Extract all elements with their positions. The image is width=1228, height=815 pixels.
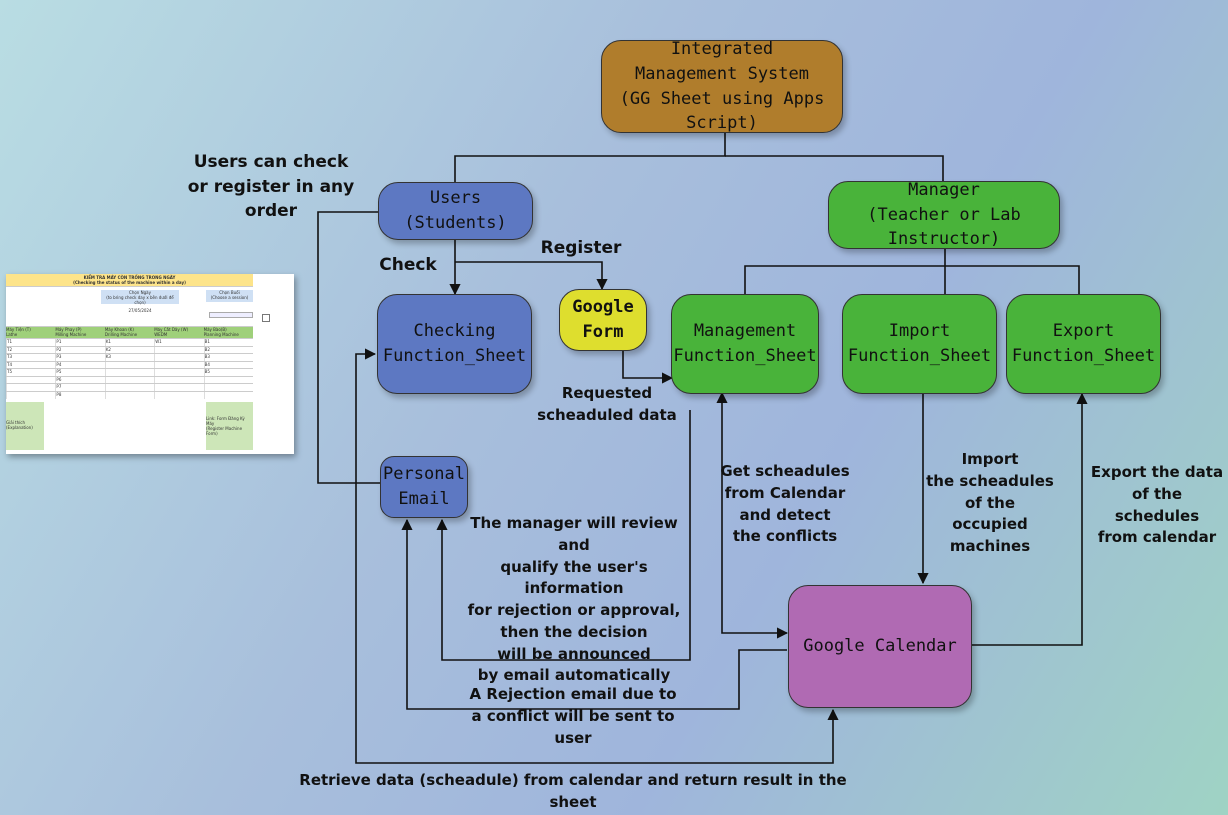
sheet-cell	[154, 369, 203, 376]
integrated-management-system-node: Integrated Management System (GG Sheet u…	[601, 39, 843, 133]
retrieve-data-label: Retrieve data (scheadule) from calendar …	[299, 771, 847, 811]
sheet-cell	[154, 354, 203, 361]
sheet-register-link[interactable]: Link: Form Đăng Ký Máy (Register Machine…	[206, 402, 253, 450]
sheet-cell: P2	[55, 346, 104, 354]
rejection-email-label: A Rejection email due to a conflict will…	[469, 685, 677, 747]
sheet-row: P6	[6, 375, 253, 384]
edge-ims-users	[454, 133, 726, 183]
sheet-cell: K1	[104, 339, 154, 346]
sheet-choose-date: Chọn Ngày (to bring check day x bên dưới…	[101, 290, 179, 305]
users-node: Users (Students)	[378, 182, 533, 240]
management-function-sheet-node: Management Function_Sheet	[671, 294, 819, 394]
sheet-col-wedm: Máy Cắt Dây (W) WEDM	[154, 327, 189, 337]
sheet-row: P7	[6, 383, 253, 391]
google-calendar-node: Google Calendar	[788, 585, 972, 708]
sheet-cell	[203, 376, 253, 384]
sheet-cell	[6, 376, 55, 384]
sheet-explanation: Giải thích (Explanation)	[6, 402, 44, 450]
sheet-cell: W1	[154, 339, 203, 346]
sheet-cell	[104, 369, 154, 376]
import-function-sheet-node: Import Function_Sheet	[842, 294, 997, 394]
sheet-note	[8, 290, 96, 320]
edge-users-form	[455, 261, 608, 291]
sheet-cell: T2	[6, 346, 55, 354]
sheet-cell: K3	[104, 354, 154, 361]
sheet-cell: T4	[6, 361, 55, 369]
google-form-node: Google Form	[559, 289, 647, 351]
sheet-explanation-text	[46, 402, 204, 450]
sheet-cell	[154, 384, 203, 391]
sheet-cell	[104, 361, 154, 369]
edge-ims-manager	[725, 155, 944, 183]
edge-manager-sheets	[744, 248, 1080, 295]
sheet-cell: P6	[55, 376, 104, 384]
sheet-col-milling: Máy Phay (P) Milling Machine	[55, 327, 87, 337]
manager-node: Manager (Teacher or Lab Instructor)	[828, 180, 1060, 249]
sheet-cell	[104, 376, 154, 384]
sheet-cell: B4	[203, 361, 253, 369]
export-function-sheet-node: Export Function_Sheet	[1006, 294, 1161, 394]
sheet-col-drilling: Máy Khoan (K) Drilling Machine	[104, 327, 138, 337]
sheet-col-lathe: Máy Tiện (T) Lathe	[6, 327, 31, 337]
sheet-header-row: Máy Tiện (T) Lathe Máy Phay (P) Milling …	[6, 326, 253, 339]
export-data-label: Export the data of the schedules from ca…	[1090, 463, 1224, 547]
import-schedules-label: Import the scheadules of the occupied ma…	[926, 450, 1054, 555]
sheet-cell: P3	[55, 354, 104, 361]
sheet-cell	[104, 384, 154, 391]
edge-calendar-export	[972, 392, 1088, 646]
sheet-cell	[154, 391, 203, 399]
checking-function-sheet-node: Checking Function_Sheet	[377, 294, 532, 394]
sheet-cell: B5	[203, 369, 253, 376]
edge-users-email	[317, 211, 380, 484]
sheet-cell	[6, 391, 55, 399]
manager-review-label: The manager will review and qualify the …	[467, 514, 681, 685]
sheet-date: 27/05/2024	[128, 308, 152, 313]
sheet-cell: P5	[55, 369, 104, 376]
edge-calendar-checking-retrieve	[355, 348, 839, 764]
get-schedules-label: Get scheadules from Calendar and detect …	[720, 462, 850, 546]
sheet-choose-session: Chọn Buổi (Choose a session)	[206, 290, 253, 302]
sheet-col-planning: Máy Bào(B) Planning Machine	[203, 327, 239, 337]
sheet-cell: P4	[55, 361, 104, 369]
requested-data-label: Requested scheaduled data	[537, 384, 677, 424]
check-label: Check	[379, 255, 437, 275]
personal-email-node: Personal Email	[380, 456, 468, 518]
sheet-cell: T1	[6, 339, 55, 346]
sheet-cell: T5	[6, 369, 55, 376]
edge-form-management	[622, 351, 674, 384]
sheet-cell: K2	[104, 346, 154, 354]
register-label: Register	[540, 238, 622, 258]
sheet-cell: B3	[203, 354, 253, 361]
any-order-label: Users can check or register in any order	[187, 152, 355, 222]
sheet-cell	[154, 376, 203, 384]
sheet-cell: B1	[203, 339, 253, 346]
sheet-cell: B2	[203, 346, 253, 354]
sheet-cell	[203, 384, 253, 391]
sheet-session-select[interactable]	[209, 312, 253, 318]
sheet-subtitle-text: (Checking the status of the machine with…	[73, 280, 186, 285]
sheet-cell: P1	[55, 339, 104, 346]
sheet-title-text: KIỂM TRA MÁY CÒN TRỐNG TRONG NGÀY	[83, 275, 176, 280]
sheet-cell	[104, 391, 154, 399]
sheet-cell: P8	[55, 391, 104, 399]
checking-sheet-thumbnail: KIỂM TRA MÁY CÒN TRỐNG TRONG NGÀY (Check…	[6, 274, 294, 454]
sheet-title: KIỂM TRA MÁY CÒN TRỐNG TRONG NGÀY (Check…	[6, 274, 253, 287]
sheet-row: P8	[6, 390, 253, 399]
sheet-cell	[154, 361, 203, 369]
sheet-cell	[203, 391, 253, 399]
sheet-cell	[6, 384, 55, 391]
sheet-checkbox[interactable]	[262, 314, 270, 322]
sheet-cell	[154, 346, 203, 354]
sheet-cell: T3	[6, 354, 55, 361]
sheet-cell: P7	[55, 384, 104, 391]
